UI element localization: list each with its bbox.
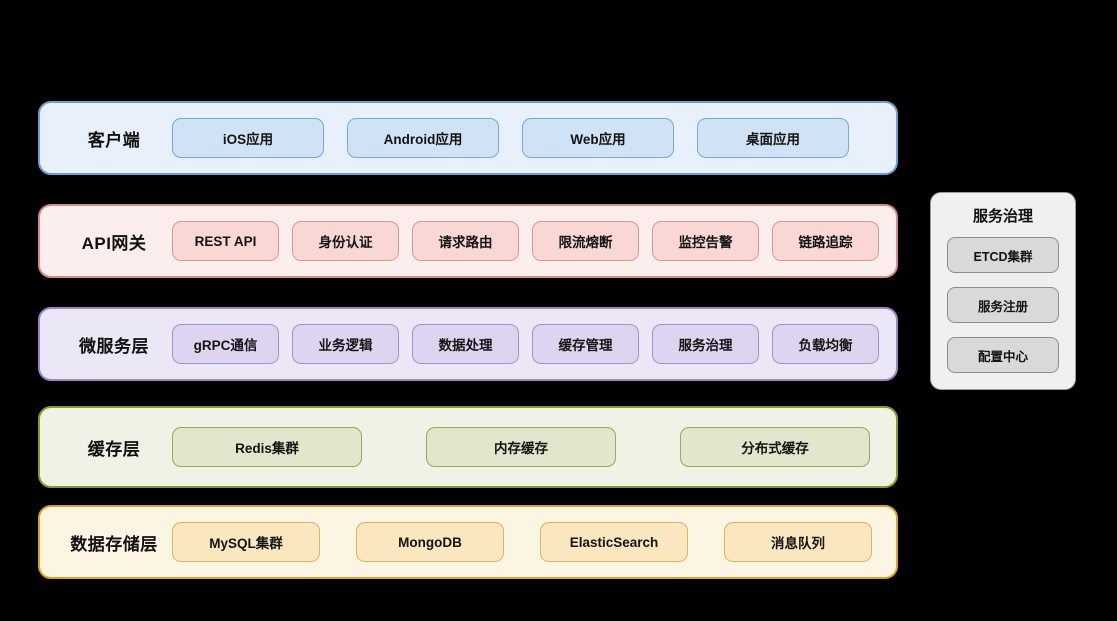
node-business-logic[interactable]: 业务逻辑 [292, 324, 399, 364]
layer-items-api-gateway: REST API 身份认证 请求路由 限流熔断 监控告警 链路追踪 [172, 221, 896, 261]
panel-title-service-governance: 服务治理 [972, 208, 1033, 225]
panel-service-governance: 服务治理 ETCD集群 服务注册 配置中心 [930, 192, 1076, 390]
layer-items-cache: Redis集群 内存缓存 分布式缓存 [172, 427, 896, 467]
node-etcd-cluster[interactable]: ETCD集群 [947, 237, 1059, 273]
layer-label-cache: 缓存层 [87, 439, 141, 459]
node-rest-api[interactable]: REST API [172, 221, 279, 261]
node-service-registry[interactable]: 服务注册 [947, 287, 1059, 323]
node-mongodb[interactable]: MongoDB [356, 522, 504, 562]
node-authentication[interactable]: 身份认证 [292, 221, 399, 261]
node-redis-cluster[interactable]: Redis集群 [172, 427, 362, 467]
layer-label-api-gateway: API网关 [81, 233, 147, 253]
layer-label-client: 客户端 [87, 130, 141, 150]
node-desktop-app[interactable]: 桌面应用 [697, 118, 849, 158]
node-request-routing[interactable]: 请求路由 [412, 221, 519, 261]
layer-data-storage: 数据存储层 MySQL集群 MongoDB ElasticSearch 消息队列 [38, 505, 898, 579]
layer-label-data-storage: 数据存储层 [70, 534, 158, 554]
node-monitoring-alerting[interactable]: 监控告警 [652, 221, 759, 261]
node-distributed-tracing[interactable]: 链路追踪 [772, 221, 879, 261]
layer-microservice: 微服务层 gRPC通信 业务逻辑 数据处理 缓存管理 服务治理 负载均衡 [38, 307, 898, 381]
node-service-governance[interactable]: 服务治理 [652, 324, 759, 364]
layer-items-microservice: gRPC通信 业务逻辑 数据处理 缓存管理 服务治理 负载均衡 [172, 324, 896, 364]
node-web-app[interactable]: Web应用 [522, 118, 674, 158]
node-mysql-cluster[interactable]: MySQL集群 [172, 522, 320, 562]
layer-client: 客户端 iOS应用 Android应用 Web应用 桌面应用 [38, 101, 898, 175]
layer-api-gateway: API网关 REST API 身份认证 请求路由 限流熔断 监控告警 链路追踪 [38, 204, 898, 278]
node-distributed-cache[interactable]: 分布式缓存 [680, 427, 870, 467]
node-message-queue[interactable]: 消息队列 [724, 522, 872, 562]
node-memory-cache[interactable]: 内存缓存 [426, 427, 616, 467]
node-config-center[interactable]: 配置中心 [947, 337, 1059, 373]
layer-items-client: iOS应用 Android应用 Web应用 桌面应用 [172, 118, 896, 158]
node-rate-limit-circuit-break[interactable]: 限流熔断 [532, 221, 639, 261]
node-elasticsearch[interactable]: ElasticSearch [540, 522, 688, 562]
node-grpc-communication[interactable]: gRPC通信 [172, 324, 279, 364]
node-cache-management[interactable]: 缓存管理 [532, 324, 639, 364]
node-android-app[interactable]: Android应用 [347, 118, 499, 158]
layer-cache: 缓存层 Redis集群 内存缓存 分布式缓存 [38, 406, 898, 488]
layer-label-microservice: 微服务层 [79, 336, 149, 356]
layer-items-data-storage: MySQL集群 MongoDB ElasticSearch 消息队列 [172, 522, 896, 562]
node-ios-app[interactable]: iOS应用 [172, 118, 324, 158]
node-load-balancing[interactable]: 负载均衡 [772, 324, 879, 364]
node-data-processing[interactable]: 数据处理 [412, 324, 519, 364]
